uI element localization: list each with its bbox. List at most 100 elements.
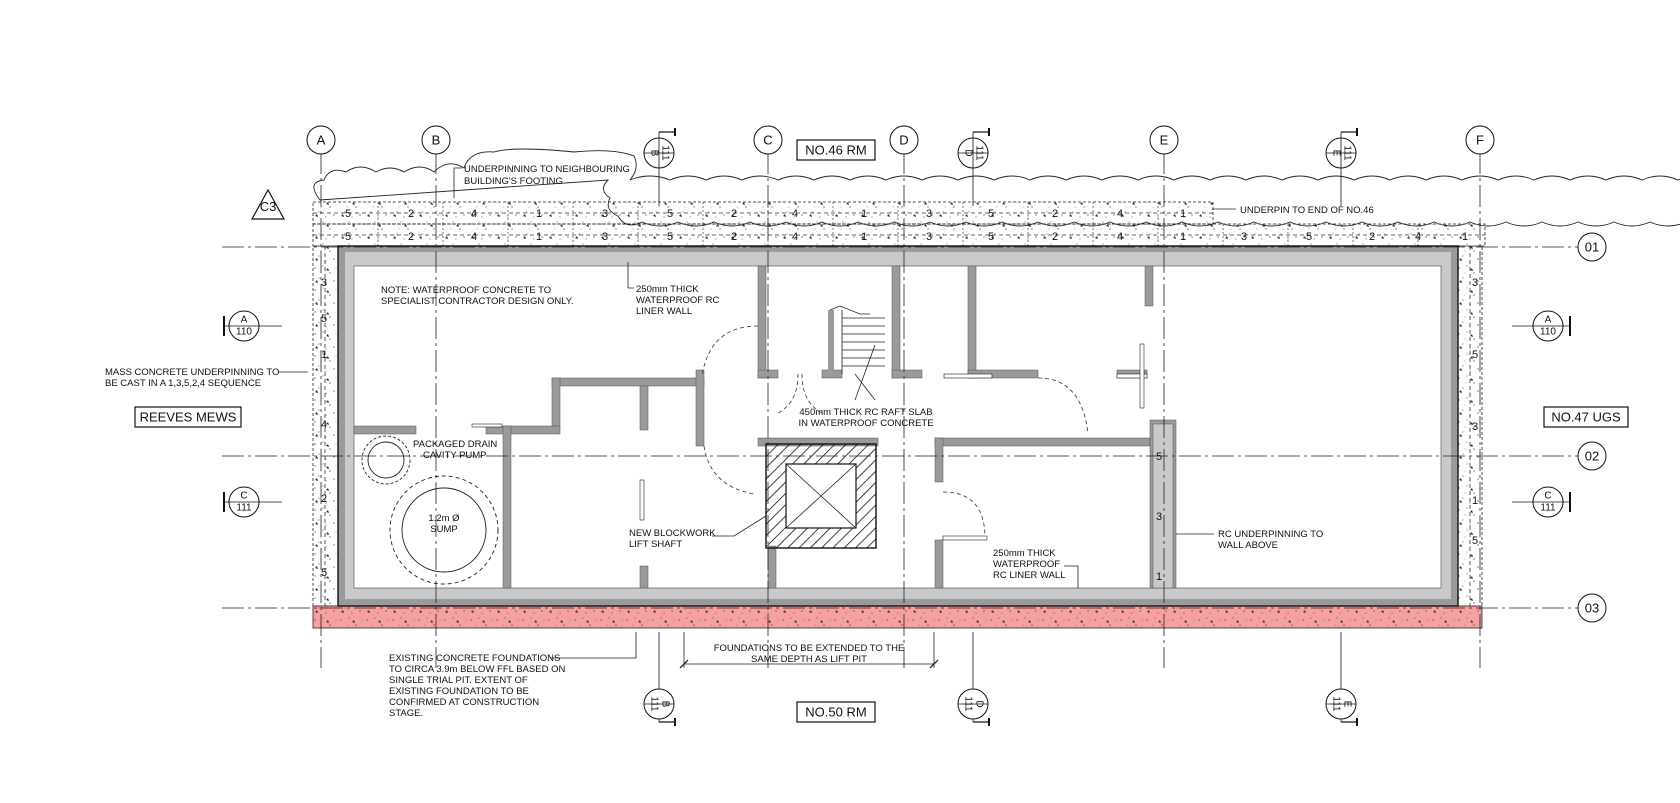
svg-text:TO CIRCA 3.9m BELOW FFL BASED: TO CIRCA 3.9m BELOW FFL BASED ON: [389, 664, 565, 675]
note-liner-top: 250mm THICK WATERPROOF RC LINER WALL: [627, 262, 720, 317]
section-marker-top: B 111: [643, 128, 676, 206]
svg-text:EXISTING FOUNDATION TO BE: EXISTING FOUNDATION TO BE: [389, 686, 529, 697]
svg-text:5: 5: [667, 231, 673, 243]
section-marker-right: C 111: [1512, 486, 1571, 518]
section-letter: B: [660, 701, 671, 708]
svg-text:2: 2: [1052, 231, 1058, 243]
label-text: NO.47 UGS: [1551, 410, 1621, 425]
svg-text:5: 5: [345, 208, 351, 220]
svg-text:5: 5: [988, 231, 994, 243]
note-rc-underpinning: RC UNDERPINNING TO WALL ABOVE: [1176, 529, 1323, 551]
section-letter: A: [241, 315, 248, 326]
lift-shaft: [765, 443, 877, 549]
section-number: 110: [1540, 327, 1556, 338]
svg-text:2: 2: [731, 208, 737, 220]
svg-text:2: 2: [408, 208, 414, 220]
svg-text:WATERPROOF: WATERPROOF: [993, 559, 1060, 570]
svg-text:1: 1: [1156, 571, 1162, 583]
svg-text:1.2m Ø: 1.2m Ø: [428, 513, 460, 524]
svg-text:1: 1: [536, 208, 542, 220]
svg-text:1: 1: [861, 231, 867, 243]
svg-text:5: 5: [1472, 535, 1478, 547]
svg-text:3: 3: [926, 231, 932, 243]
svg-text:3: 3: [602, 231, 608, 243]
section-number: 111: [974, 145, 985, 161]
svg-text:2: 2: [1369, 231, 1375, 243]
svg-text:3: 3: [321, 277, 327, 289]
svg-text:4: 4: [471, 208, 477, 220]
svg-text:1: 1: [536, 231, 542, 243]
label-text: REEVES MEWS: [140, 410, 237, 425]
note-existing-foundations: EXISTING CONCRETE FOUNDATIONS TO CIRCA 3…: [389, 632, 637, 719]
svg-text:5: 5: [667, 208, 673, 220]
svg-text:FOUNDATIONS TO BE EXTENDED TO: FOUNDATIONS TO BE EXTENDED TO THE: [714, 643, 905, 654]
svg-text:MASS CONCRETE UNDERPINNING TO: MASS CONCRETE UNDERPINNING TO: [105, 367, 279, 378]
grid-lines: [222, 152, 1578, 668]
sequence-numbers: 5 2 4 1 3 5 2 4 1 3 5 2 4 1 5 2 4 1 3 5 …: [321, 208, 1478, 583]
svg-text:NOTE: WATERPROOF CONCRETE TO: NOTE: WATERPROOF CONCRETE TO: [381, 285, 551, 296]
section-letter: B: [649, 150, 660, 157]
svg-text:LINER WALL: LINER WALL: [636, 306, 692, 317]
svg-text:4: 4: [321, 419, 327, 431]
note-waterproof: NOTE: WATERPROOF CONCRETE TO SPECIALIST …: [381, 285, 574, 307]
note-raft-slab: 450mm THICK RC RAFT SLAB IN WATERPROOF C…: [798, 407, 933, 429]
svg-text:4: 4: [471, 231, 477, 243]
svg-text:BUILDING'S FOOTING: BUILDING'S FOOTING: [464, 176, 563, 187]
svg-text:3: 3: [602, 208, 608, 220]
svg-text:1: 1: [1462, 231, 1468, 243]
note-sump: 1.2m Ø SUMP: [428, 513, 460, 535]
section-marker-left: C 111: [223, 486, 282, 518]
note-foundations-extended: FOUNDATIONS TO BE EXTENDED TO THE SAME D…: [679, 632, 939, 669]
svg-text:5: 5: [1306, 231, 1312, 243]
svg-text:1: 1: [861, 208, 867, 220]
note-underpin-end: UNDERPIN TO END OF NO.46: [1212, 205, 1374, 216]
svg-text:3: 3: [1472, 421, 1478, 433]
svg-text:CAVITY PUMP: CAVITY PUMP: [423, 450, 487, 461]
section-marker-top: D 111: [957, 128, 990, 206]
section-letter: A: [1545, 315, 1552, 326]
existing-foundation-texture: [313, 606, 1482, 628]
svg-text:RC UNDERPINNING TO: RC UNDERPINNING TO: [1218, 529, 1323, 540]
note-mass-concrete: MASS CONCRETE UNDERPINNING TO BE CAST IN…: [105, 367, 308, 389]
section-marker-bottom: B 111: [643, 632, 676, 726]
section-number: 111: [660, 145, 671, 161]
svg-text:2: 2: [731, 231, 737, 243]
svg-text:SINGLE TRIAL PIT. EXTENT OF: SINGLE TRIAL PIT. EXTENT OF: [389, 675, 528, 686]
svg-text:5: 5: [345, 231, 351, 243]
note-drain-pump: PACKAGED DRAIN CAVITY PUMP: [413, 439, 497, 461]
svg-text:2: 2: [321, 493, 327, 505]
grid-row-label: 02: [1585, 449, 1599, 464]
svg-text:4: 4: [792, 231, 798, 243]
grid-col-label: F: [1476, 133, 1484, 148]
svg-text:5: 5: [321, 567, 327, 579]
svg-text:3: 3: [1472, 277, 1478, 289]
section-number: 111: [236, 503, 252, 514]
section-number: 111: [649, 696, 660, 712]
svg-text:SUMP: SUMP: [430, 524, 457, 535]
section-marker-bottom: D 111: [957, 632, 990, 726]
sump-and-pump: [361, 435, 499, 585]
svg-text:4: 4: [792, 208, 798, 220]
svg-text:250mm THICK: 250mm THICK: [993, 548, 1056, 559]
svg-text:1: 1: [1180, 231, 1186, 243]
svg-text:1: 1: [1472, 495, 1478, 507]
grid-col-label: A: [317, 133, 326, 148]
section-letter: D: [963, 149, 974, 156]
svg-text:WALL ABOVE: WALL ABOVE: [1218, 540, 1278, 551]
note-underpin-neighbour: UNDERPINNING TO NEIGHBOURING BUILDING'S …: [453, 164, 630, 198]
svg-text:RC LINER WALL: RC LINER WALL: [993, 570, 1066, 581]
svg-text:5: 5: [988, 208, 994, 220]
section-letter: E: [1342, 701, 1353, 708]
svg-text:250mm THICK: 250mm THICK: [636, 284, 699, 295]
svg-text:LIFT SHAFT: LIFT SHAFT: [629, 539, 682, 550]
section-number: 111: [1540, 503, 1556, 514]
note-liner-bottom: 250mm THICK WATERPROOF RC LINER WALL: [993, 548, 1079, 588]
svg-text:UNDERPIN TO END OF NO.46: UNDERPIN TO END OF NO.46: [1240, 205, 1374, 216]
svg-text:BE CAST IN A 1,3,5,2,4 SEQUENC: BE CAST IN A 1,3,5,2,4 SEQUENCE: [105, 378, 261, 389]
revision-cloud: [313, 148, 1680, 227]
note-lift-shaft: NEW BLOCKWORK LIFT SHAFT: [629, 515, 767, 550]
section-letter: C: [240, 491, 247, 502]
underpinning-bands: [312, 201, 1486, 607]
svg-text:WATERPROOF RC: WATERPROOF RC: [636, 295, 720, 306]
